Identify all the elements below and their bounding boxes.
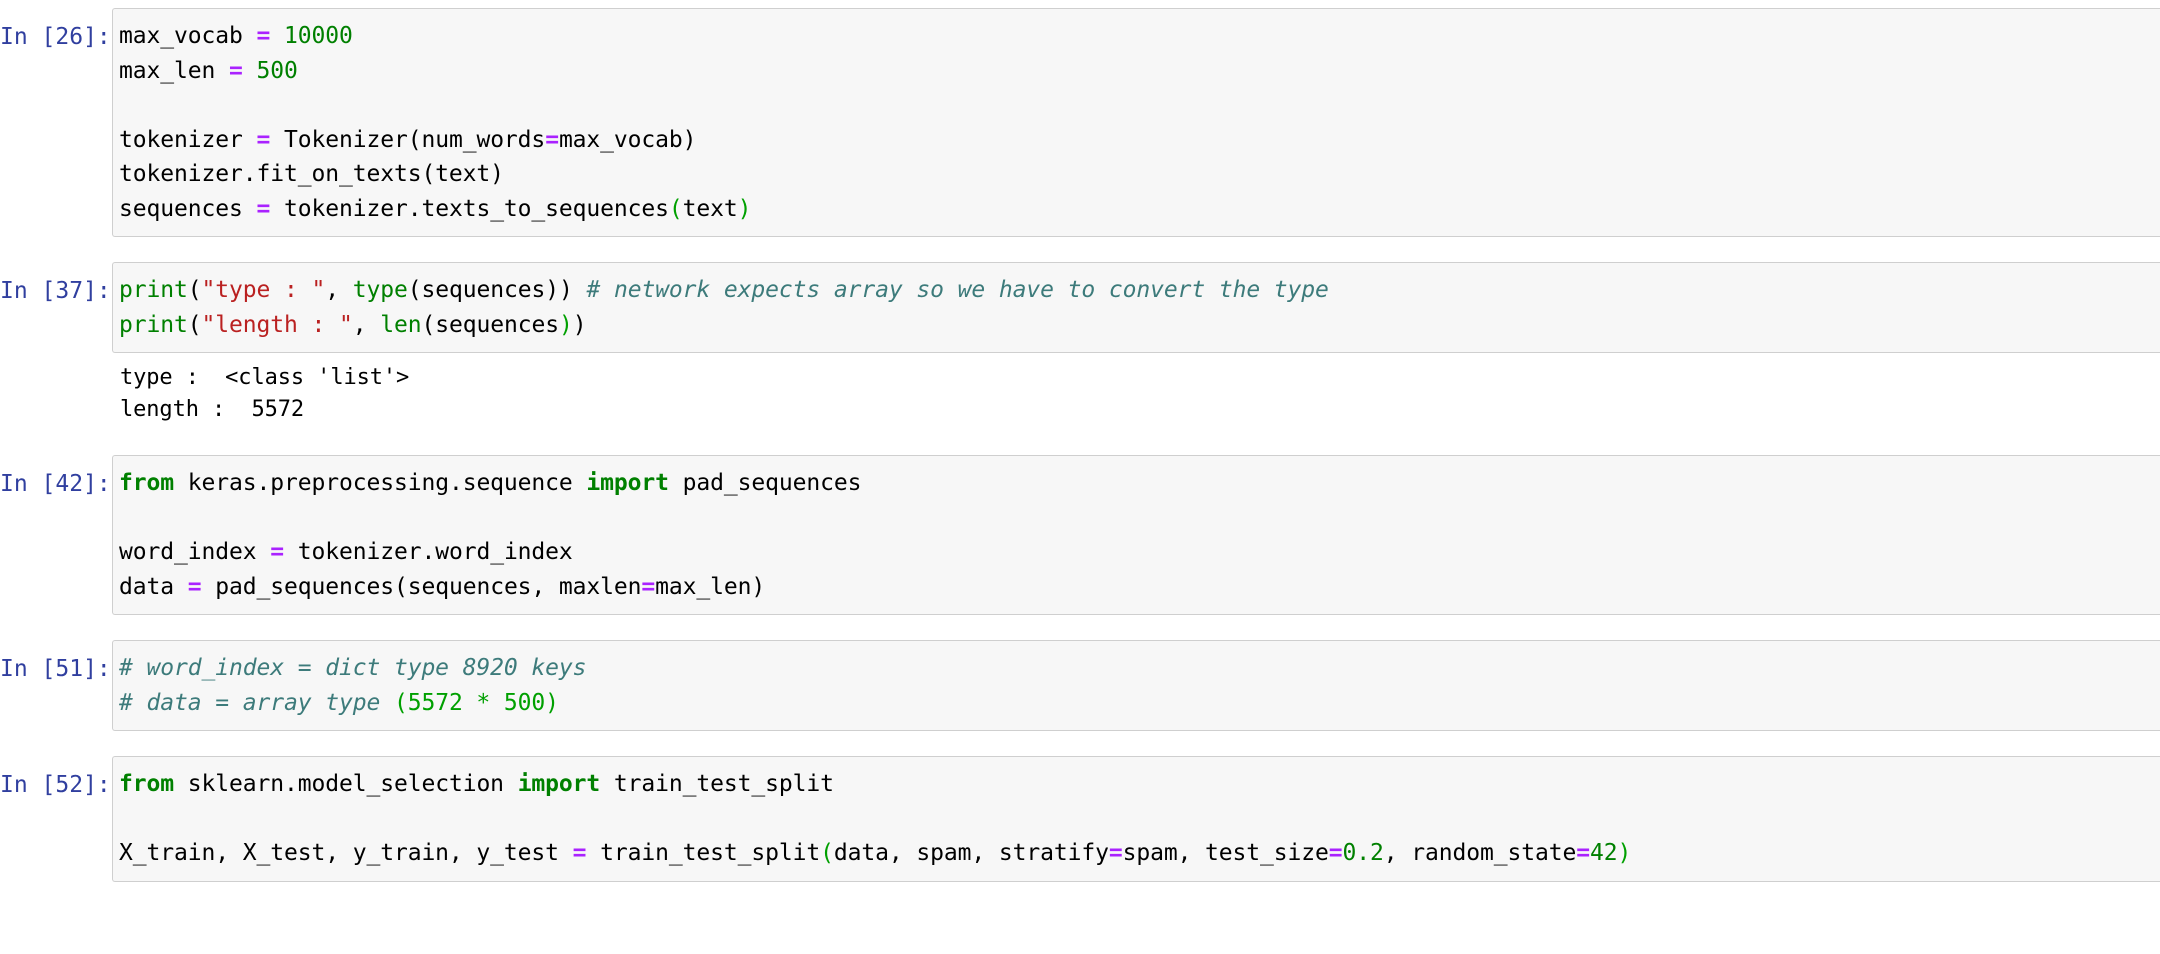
source-code[interactable]: from keras.preprocessing.sequence import… <box>119 466 2160 604</box>
code-input-area[interactable]: # word_index = dict type 8920 keys # dat… <box>112 640 2160 731</box>
source-code[interactable]: print("type : ", type(sequences)) # netw… <box>119 273 2160 342</box>
token-n: text <box>682 195 738 222</box>
token-nb: print <box>119 311 188 338</box>
code-cell[interactable]: In [51]: # word_index = dict type 8920 ke… <box>0 640 2160 731</box>
code-cell[interactable]: In [42]: from keras.preprocessing.sequenc… <box>0 455 2160 615</box>
token-o: = <box>256 23 271 49</box>
token-n: word_index <box>119 539 271 565</box>
token-o: = <box>545 126 559 153</box>
token-o: = <box>572 840 587 866</box>
cell-prompt-cell-37: In [37]: <box>0 278 111 304</box>
token-mi: 500 <box>256 57 298 84</box>
token-n: train_test_split <box>586 840 821 866</box>
token-o: = <box>270 539 284 565</box>
token-n: pad_sequences(sequences, maxlen <box>201 573 642 600</box>
token-n: sequences <box>119 195 257 222</box>
token-n: tokenizer <box>119 126 257 153</box>
token-n <box>270 23 284 49</box>
token-n: ( <box>187 277 202 303</box>
token-n: ( <box>187 311 202 338</box>
token-o: = <box>187 573 202 600</box>
code-input-area[interactable]: from keras.preprocessing.sequence import… <box>112 455 2160 615</box>
token-n: ) <box>572 311 587 338</box>
token-n: data <box>119 573 188 600</box>
token-n: X_train, X_test, y_train, y_test <box>119 840 573 866</box>
token-nb: print <box>119 277 188 303</box>
token-c: # data = array type <box>119 689 394 716</box>
token-n: , <box>352 311 381 338</box>
token-p: ) <box>737 195 752 222</box>
token-n: , random_state <box>1383 840 1577 866</box>
source-code[interactable]: from sklearn.model_selection import trai… <box>119 767 2160 871</box>
token-n: sklearn.model_selection <box>174 771 518 797</box>
token-n: max_len) <box>655 573 766 600</box>
token-n: tokenizer.word_index <box>283 539 573 565</box>
token-k: from <box>119 470 174 496</box>
token-o: = <box>1328 840 1343 866</box>
code-cell[interactable]: In [37]:print("type : ", type(sequences)… <box>0 262 2160 353</box>
token-k: import <box>517 771 601 797</box>
code-input-area[interactable]: print("type : ", type(sequences)) # netw… <box>112 262 2160 353</box>
code-input-area[interactable]: max_vocab = 10000 max_len = 500 tokenize… <box>112 8 2160 237</box>
token-n: keras.preprocessing.sequence <box>174 470 587 496</box>
token-n: Tokenizer(num_words <box>270 126 546 153</box>
cell-prompt-cell-42: In [42]: <box>0 471 111 497</box>
token-n: data, spam, stratify <box>833 840 1109 866</box>
cell-output: type : <class 'list'> length : 5572 <box>0 353 2160 430</box>
token-nb: len <box>380 311 422 338</box>
token-p: (5572 * 500) <box>393 689 559 716</box>
cell-prompt-cell-26: In [26]: <box>0 24 111 50</box>
token-s: "type : " <box>201 277 326 303</box>
token-nb: type <box>352 277 408 303</box>
token-n: tokenizer.texts_to_sequences <box>270 195 669 222</box>
code-cell[interactable]: In [52]: from sklearn.model_selection imp… <box>0 756 2160 882</box>
token-c: # word_index = dict type 8920 keys <box>119 655 587 681</box>
token-n: pad_sequences <box>668 470 862 496</box>
token-n <box>243 58 257 84</box>
token-o: = <box>256 126 271 153</box>
cell-prompt-cell-52: In [52]: <box>0 772 111 798</box>
token-o: = <box>1108 840 1123 866</box>
token-o: = <box>1576 840 1591 866</box>
output-prompt-spacer <box>0 353 112 365</box>
token-mi: 42 <box>1590 840 1618 866</box>
token-n: max_len <box>119 57 229 84</box>
token-n: max_vocab <box>119 23 257 49</box>
token-p: ) <box>558 311 573 338</box>
source-code[interactable]: max_vocab = 10000 max_len = 500 tokenize… <box>119 19 2160 226</box>
token-k: import <box>586 470 669 496</box>
code-cell[interactable]: In [26]: max_vocab = 10000 max_len = 500 … <box>0 8 2160 237</box>
token-mi: 0.2 <box>1342 840 1384 866</box>
token-n: , <box>325 277 353 303</box>
token-n: train_test_split <box>600 771 834 797</box>
token-n: max_vocab) <box>558 126 697 153</box>
token-p: ( <box>668 195 683 222</box>
stdout-text: type : <class 'list'> length : 5572 <box>120 365 410 422</box>
token-n: spam, test_size <box>1122 840 1329 866</box>
token-s: "length : " <box>201 311 353 338</box>
code-input-area[interactable]: from sklearn.model_selection import trai… <box>112 756 2160 882</box>
token-p: ) <box>1617 840 1632 866</box>
token-n: tokenizer.fit_on_texts(text) <box>119 161 504 187</box>
token-o: = <box>256 195 271 222</box>
source-code[interactable]: # word_index = dict type 8920 keys # dat… <box>119 651 2160 720</box>
token-n: (sequences <box>421 311 559 338</box>
token-k: from <box>119 771 174 797</box>
token-c: # network expects array so we have to co… <box>586 277 1329 303</box>
cell-prompt-cell-51: In [51]: <box>0 656 111 682</box>
token-mi: 10000 <box>283 23 353 49</box>
stdout-output-area: type : <class 'list'> length : 5572 <box>112 353 2160 430</box>
token-o: = <box>641 573 656 600</box>
token-o: = <box>228 57 243 84</box>
token-p: ( <box>820 840 834 866</box>
token-n: (sequences)) <box>407 277 587 303</box>
